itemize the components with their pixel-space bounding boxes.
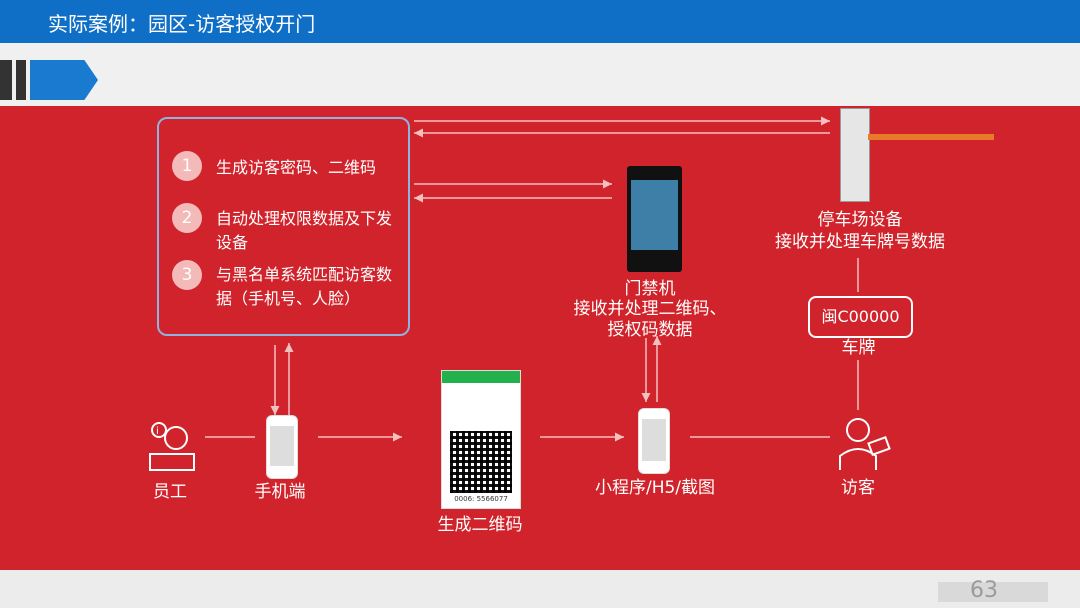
employee-icon: i bbox=[149, 422, 195, 471]
page-number: 63 bbox=[970, 578, 998, 603]
step-number: 2 bbox=[172, 203, 202, 233]
subheader-strip bbox=[0, 43, 1080, 106]
step-text: 与黑名单系统匹配访客数据（手机号、人脸） bbox=[216, 265, 393, 308]
qr-number: 0006: 5566077 bbox=[454, 495, 508, 503]
employee-label: 员工 bbox=[153, 482, 187, 502]
step-number: 3 bbox=[172, 260, 202, 290]
mini-program-phone-icon bbox=[638, 408, 670, 474]
gate-desc-line2: 授权码数据 bbox=[607, 320, 693, 340]
footer-bar bbox=[0, 570, 1080, 608]
gate-label: 门禁机 bbox=[624, 279, 676, 299]
parking-device-desc: 接收并处理车牌号数据 bbox=[775, 232, 945, 252]
page-title: 实际案例：园区-访客授权开门 bbox=[48, 12, 316, 36]
step-number: 1 bbox=[172, 151, 202, 181]
mini-program-label: 小程序/H5/截图 bbox=[594, 478, 716, 498]
parking-device-label: 停车场设备 bbox=[817, 210, 903, 230]
barrier-arm-icon bbox=[868, 134, 994, 140]
process-box bbox=[157, 117, 410, 336]
step-text: 生成访客密码、二维码 bbox=[216, 158, 377, 177]
parking-barrier-icon bbox=[840, 108, 870, 202]
license-plate: 闽C00000 bbox=[808, 296, 913, 338]
phone-label: 手机端 bbox=[254, 482, 306, 502]
plate-label: 车牌 bbox=[841, 338, 876, 358]
visitor-label: 访客 bbox=[841, 478, 875, 498]
tab-marker bbox=[16, 60, 26, 100]
header-bar bbox=[0, 0, 1080, 43]
access-gate-terminal-icon bbox=[627, 166, 682, 272]
step-text: 自动处理权限数据及下发设备 bbox=[216, 209, 393, 252]
arrow-tab bbox=[30, 60, 98, 100]
gate-desc-line1: 接收并处理二维码、 bbox=[573, 299, 727, 319]
phone-icon bbox=[266, 415, 298, 479]
visitor-icon bbox=[839, 418, 891, 470]
svg-text:i: i bbox=[156, 426, 159, 437]
qr-label: 生成二维码 bbox=[437, 515, 523, 535]
page-number-box bbox=[938, 582, 1048, 602]
qr-code-image: 0006: 5566077 bbox=[441, 370, 521, 509]
tab-marker bbox=[0, 60, 12, 100]
